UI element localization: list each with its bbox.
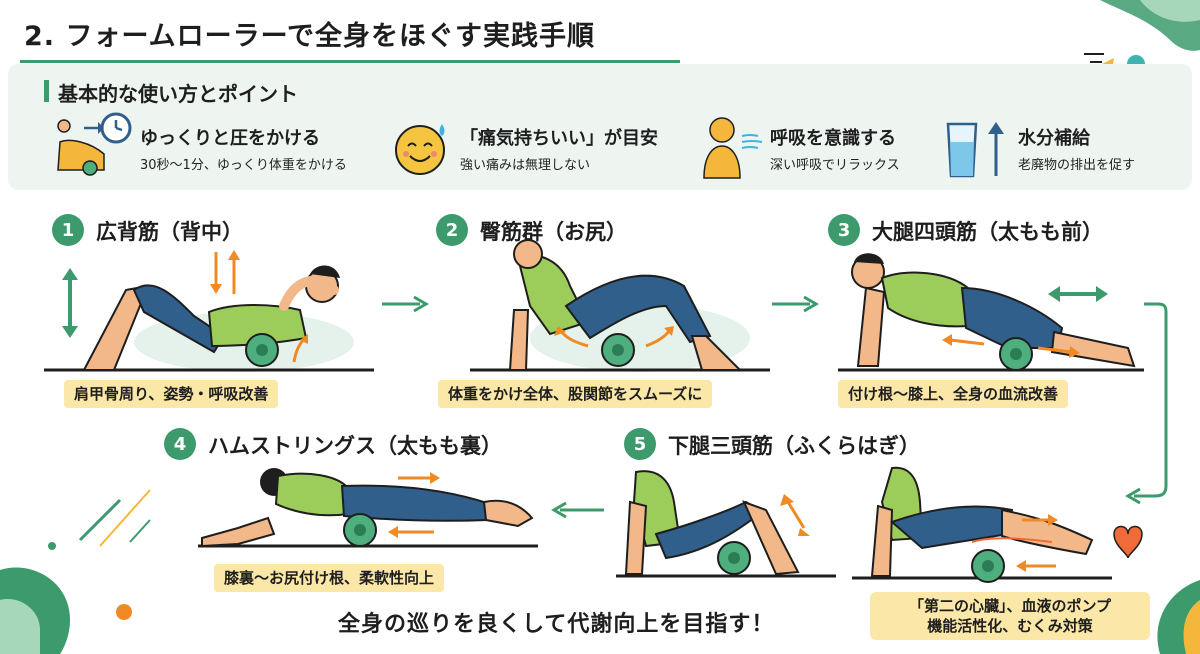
step-1-badge: 1 <box>52 214 84 246</box>
step-4-illustration <box>198 468 538 548</box>
step-5-illustration-right <box>852 466 1143 583</box>
tip-desc-breathing: 深い呼吸でリラックス <box>770 158 900 173</box>
basics-heading: 基本的な使い方とポイント <box>58 82 298 106</box>
step-3-badge: 3 <box>828 214 860 246</box>
tip-title-pain-level: 「痛気持ちいい」が目安 <box>460 128 658 149</box>
footer-message: 全身の巡りを良くして代謝向上を目指す！ <box>338 612 775 637</box>
step-2-caption: 体重をかけ全体、股関節をスムーズに <box>438 380 713 408</box>
step-5-illustration-left <box>616 470 836 578</box>
step-4-caption: 膝裏〜お尻付け根、柔軟性向上 <box>214 564 445 592</box>
flow-arrow-right-icon <box>772 295 819 313</box>
flow-arrow-right-icon <box>382 295 429 313</box>
heart-icon <box>1113 525 1143 559</box>
step-5-title: 下腿三頭筋（ふくらはぎ） <box>668 434 920 458</box>
tip-title-hydration: 水分補給 <box>1018 128 1090 149</box>
step-4-title: ハムストリングス（太もも裏） <box>208 434 502 458</box>
flow-arrow-left-icon <box>551 501 604 519</box>
step-2-badge: 2 <box>436 214 468 246</box>
step-2-title: 臀筋群（お尻） <box>480 220 627 244</box>
step-1-illustration <box>44 250 374 372</box>
step-5-caption-line2: 機能活性化、むくみ対策 <box>927 617 1093 635</box>
corner-decoration-bottom-right <box>1157 580 1200 654</box>
tip-desc-pressure: 30秒〜1分、ゆっくり体重をかける <box>140 158 347 173</box>
step-4-badge: 4 <box>164 428 196 460</box>
smile-face-icon <box>395 124 445 175</box>
section-marker <box>44 80 49 102</box>
water-glass-icon <box>946 122 1004 178</box>
flow-connector-down <box>1125 302 1168 505</box>
tip-title-breathing: 呼吸を意識する <box>770 128 896 149</box>
tip-desc-pain-level: 強い痛みは無理しない <box>460 158 591 173</box>
tip-title-pressure: ゆっくりと圧をかける <box>140 128 320 149</box>
corner-decoration-bottom-left <box>0 489 151 654</box>
step-2-illustration <box>470 239 770 372</box>
step-1-title: 広背筋（背中） <box>96 220 243 244</box>
tip-desc-hydration: 老廃物の排出を促す <box>1018 158 1136 173</box>
step-5-badge: 5 <box>624 428 656 460</box>
step-3-illustration <box>838 253 1144 372</box>
step-1-caption: 肩甲骨周り、姿勢・呼吸改善 <box>64 380 279 408</box>
step-3-title: 大腿四頭筋（太もも前） <box>872 220 1103 244</box>
breathing-person-icon <box>703 117 763 179</box>
step-5-caption-line1: 「第二の心臓」、血液のポンプ <box>908 597 1112 615</box>
step-5-caption: 「第二の心臓」、血液のポンプ 機能活性化、むくみ対策 <box>870 592 1150 640</box>
title-underline <box>20 60 680 63</box>
step-3-caption: 付け根〜膝上、全身の血流改善 <box>838 380 1069 408</box>
clock-icon <box>57 112 132 176</box>
page-title: 2. フォームローラーで全身をほぐす実践手順 <box>24 21 596 52</box>
